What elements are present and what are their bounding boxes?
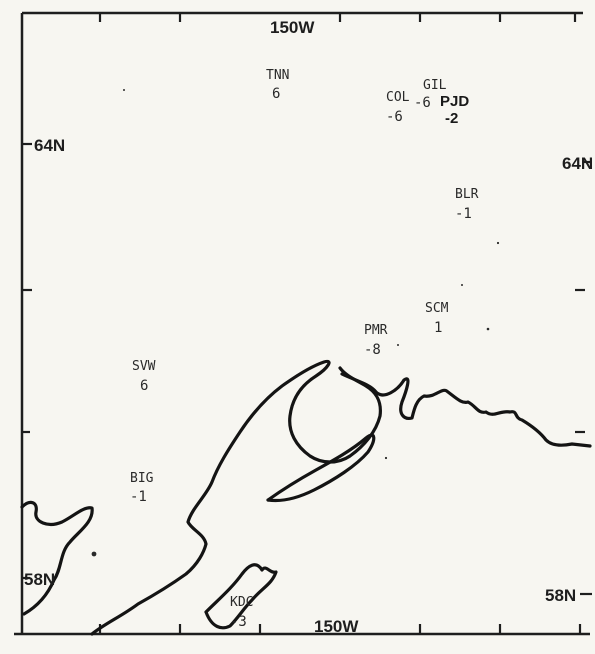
latitude-label-58-left: 58N <box>24 570 55 589</box>
station-kdc: KDC -3 <box>230 595 253 630</box>
station-code: BLR <box>455 187 479 202</box>
frame-ticks <box>22 13 585 634</box>
station-pjd: PJD -2 <box>440 93 469 127</box>
station-code: COL <box>386 90 410 105</box>
station-gil: GIL -6 <box>414 78 447 111</box>
station-value: -3 <box>230 614 247 630</box>
station-big: BIG -1 <box>130 471 154 505</box>
station-code: PMR <box>364 323 388 338</box>
station-code: KDC <box>230 595 253 610</box>
latitude-label-58-right: 58N <box>545 586 576 605</box>
station-svw: SVW 6 <box>132 359 156 394</box>
coastline <box>20 359 592 636</box>
station-col: COL -6 <box>386 90 410 125</box>
station-value: -1 <box>455 206 472 222</box>
longitude-label-bottom: 150W <box>314 617 359 636</box>
latitude-label-64-left: 64N <box>34 136 65 155</box>
station-code: GIL <box>423 78 447 93</box>
station-value: -6 <box>414 95 431 111</box>
station-value: 1 <box>434 320 442 336</box>
latitude-tick-marks <box>22 142 592 596</box>
latitude-label-64-right: 64N <box>562 154 593 173</box>
station-code: SCM <box>425 301 449 316</box>
map-specks <box>91 89 500 557</box>
station-code: PJD <box>440 93 469 110</box>
station-pmr: PMR -8 <box>364 323 388 358</box>
station-code: TNN <box>266 68 289 83</box>
station-value: -6 <box>386 109 403 125</box>
station-code: BIG <box>130 471 154 486</box>
station-value: -2 <box>445 110 458 127</box>
station-value: -1 <box>130 489 147 505</box>
station-value: 6 <box>140 378 148 394</box>
station-scm: SCM 1 <box>425 301 449 336</box>
map-frame <box>14 11 590 636</box>
station-value: -8 <box>364 342 381 358</box>
station-code: SVW <box>132 359 156 374</box>
station-blr: BLR -1 <box>455 187 479 222</box>
longitude-label-top: 150W <box>270 18 315 37</box>
station-value: 6 <box>272 86 280 102</box>
station-tnn: TNN 6 <box>266 68 289 102</box>
